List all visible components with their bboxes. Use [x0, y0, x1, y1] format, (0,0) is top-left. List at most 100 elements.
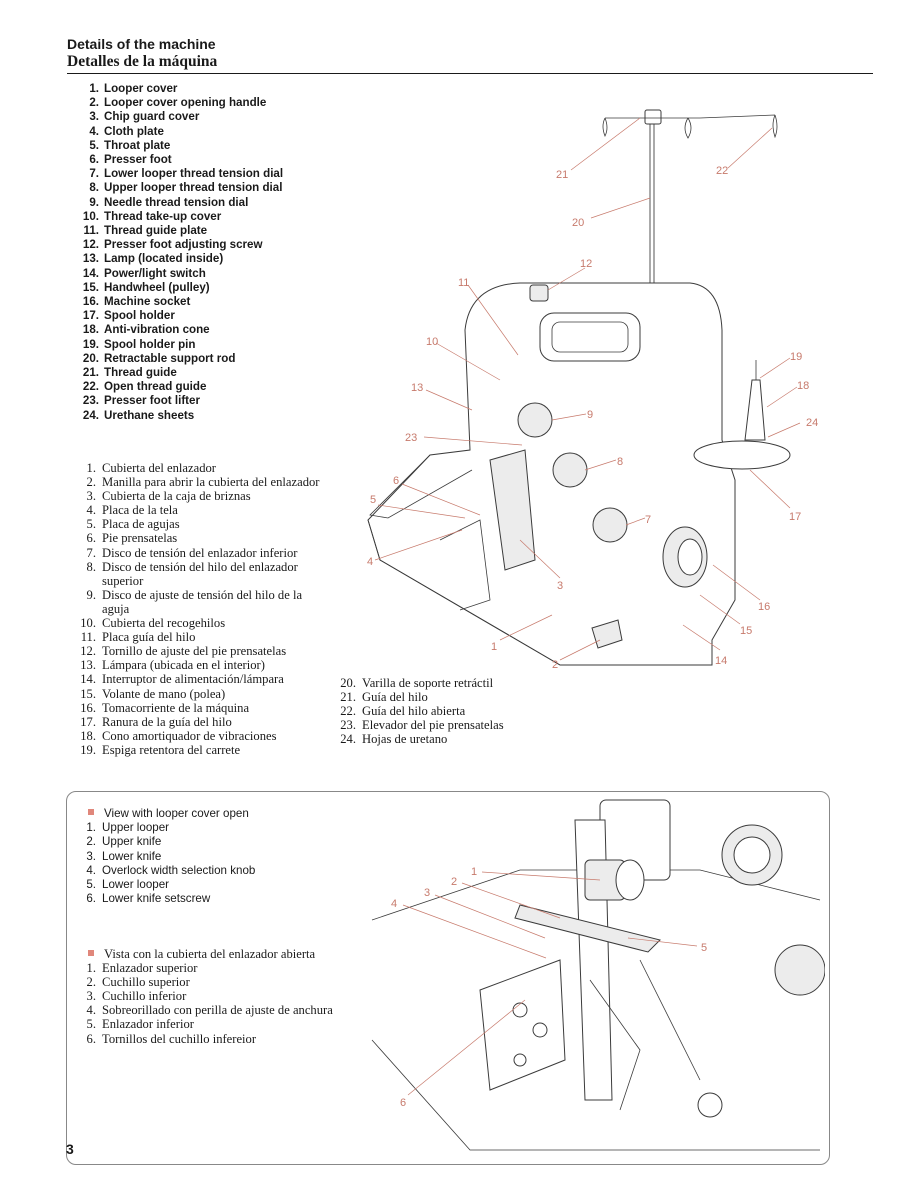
list-item: 3.Chip guard cover — [75, 110, 283, 124]
item-number: 7. — [89, 167, 99, 181]
item-number: 24. — [82, 408, 99, 422]
callout-2: 2 — [552, 659, 558, 671]
list-item: 22.Open thread guide — [75, 380, 283, 394]
list-item: 9.Disco de ajuste de tensión del hilo de… — [76, 588, 319, 602]
item-label: Urethane sheets — [104, 408, 195, 422]
list-item: 10.Cubierta del recogehilos — [76, 616, 319, 630]
item-label: Guía del hilo — [362, 690, 428, 705]
item-number: 12. — [80, 644, 96, 659]
item-number: 17. — [82, 309, 99, 323]
list-item: 14.Interruptor de alimentación/lámpara — [76, 672, 319, 686]
item-label: Upper looper — [102, 821, 170, 835]
item-label: Open thread guide — [104, 380, 207, 394]
callout-18: 18 — [797, 380, 809, 392]
item-label: Pie prensatelas — [102, 531, 178, 546]
page-title-en: Details of the machine — [67, 36, 216, 52]
looper-callout-1: 1 — [471, 866, 477, 878]
item-number: 20. — [340, 676, 356, 690]
callout-9: 9 — [587, 409, 593, 421]
list-item: 7. Disco de tensión del enlazador inferio… — [76, 546, 319, 560]
item-number: 5. — [86, 878, 96, 892]
list-item: 5.Enlazador inferior — [86, 1017, 333, 1031]
item-label: Disco de ajuste de tensión del hilo de l… — [102, 587, 303, 602]
item-number: 24. — [340, 732, 356, 747]
item-label: Enlazador superior — [102, 961, 198, 976]
list-item: 5.Throat plate — [75, 139, 283, 153]
item-number: 2. — [86, 475, 96, 490]
item-number: 10. — [82, 209, 99, 223]
item-label: Disco de tensión del hilo del enlazador — [102, 559, 298, 574]
list-item: 12.Presser foot adjusting screw — [75, 238, 283, 252]
item-label: Volante de mano (polea) — [102, 686, 226, 701]
list-item: 1.Enlazador superior — [86, 961, 333, 975]
bullet-square-icon — [88, 950, 94, 956]
looper-callout-4: 4 — [391, 898, 397, 910]
item-number: 8. — [89, 181, 99, 195]
item-number: 4. — [86, 863, 96, 877]
item-label: Needle thread tension dial — [104, 195, 249, 209]
item-number: 1. — [89, 82, 99, 95]
item-number: 6. — [86, 892, 96, 906]
list-item: 20.Retractable support rod — [75, 352, 283, 366]
item-label: Anti-vibration cone — [104, 323, 210, 337]
list-item: 19.Espiga retentora del carrete — [76, 743, 319, 757]
list-item: 5.Placa de agujas — [76, 517, 319, 531]
looper-view-panel — [66, 791, 830, 1165]
item-label: Upper looper thread tension dial — [104, 181, 283, 195]
list-item: 4. Overlock width selection knob — [86, 864, 255, 878]
item-number: 12. — [82, 238, 99, 252]
callout-21: 21 — [556, 169, 568, 181]
item-label: Handwheel (pulley) — [104, 280, 210, 294]
looper-heading-es: Vista con la cubierta del enlazador abie… — [104, 947, 316, 961]
item-label: Spool holder — [104, 309, 175, 323]
item-number: 7. — [86, 545, 96, 560]
looper-list-es: Vista con la cubierta del enlazador abie… — [86, 947, 333, 1046]
callout-8: 8 — [617, 456, 623, 468]
item-label: Overlock width selection knob — [102, 863, 256, 877]
callout-5: 5 — [370, 494, 376, 506]
item-number: 19. — [80, 742, 96, 757]
callout-10: 10 — [426, 336, 438, 348]
item-number: 4. — [86, 1003, 96, 1018]
item-label: Tornillos del cuchillo infereior — [102, 1031, 257, 1046]
list-item: 1. Cubierta del enlazador — [76, 461, 319, 475]
item-label: Lower looper — [102, 878, 170, 892]
list-item: 16.Tomacorriente de la máquina — [76, 701, 319, 715]
item-number: 6. — [89, 153, 99, 167]
list-item: 13.Lamp (located inside) — [75, 252, 283, 266]
thread-stand — [602, 109, 778, 300]
item-label: Hojas de uretano — [362, 732, 448, 747]
item-number: 1. — [86, 461, 96, 475]
list-item: 2.Upper knife — [86, 835, 255, 849]
item-number: 14. — [80, 672, 96, 687]
item-label: Presser foot — [104, 153, 172, 167]
item-number: 16. — [82, 295, 99, 309]
item-label: Cubierta del enlazador — [102, 461, 216, 475]
callout-13: 13 — [411, 382, 423, 394]
item-number: 22. — [340, 704, 356, 719]
machine-illustration: 21 22 20 12 11 10 13 23 9 8 7 6 5 4 3 1 … — [367, 109, 818, 671]
list-item: 11.Placa guía del hilo — [76, 630, 319, 644]
list-item: 17. Spool holder — [75, 309, 283, 323]
item-number: 11. — [80, 630, 96, 645]
list-item: 5. Lower looper — [86, 878, 255, 892]
item-label: Lámpara (ubicada en el interior) — [102, 658, 265, 673]
item-number: 3. — [89, 110, 99, 124]
callout-16: 16 — [758, 601, 770, 613]
list-item: 12.Tornillo de ajuste del pie prensatela… — [76, 644, 319, 658]
list-item: 3.Lower knife — [86, 850, 255, 864]
callout-24: 24 — [806, 417, 818, 429]
list-item: 24. Urethane sheets — [75, 409, 283, 423]
item-label: Sobreorillado con perilla de ajuste de a… — [102, 1003, 333, 1018]
item-label: Looper cover opening handle — [104, 96, 267, 110]
looper-list-en: View with looper cover open 1.Upper loop… — [86, 807, 255, 906]
item-label: Cuchillo superior — [102, 975, 190, 990]
figure2-callouts: 1 2 3 4 5 6 — [391, 866, 707, 1109]
list-item: 10.Thread take-up cover — [75, 210, 283, 224]
item-label: Lamp (located inside) — [104, 252, 224, 266]
item-label: Guía del hilo abierta — [362, 704, 466, 719]
list-item: 23.Elevador del pie prensatelas — [336, 718, 503, 732]
list-item: 15.Volante de mano (polea) — [76, 687, 319, 701]
item-label: Disco de tensión del enlazador inferior — [102, 545, 298, 560]
